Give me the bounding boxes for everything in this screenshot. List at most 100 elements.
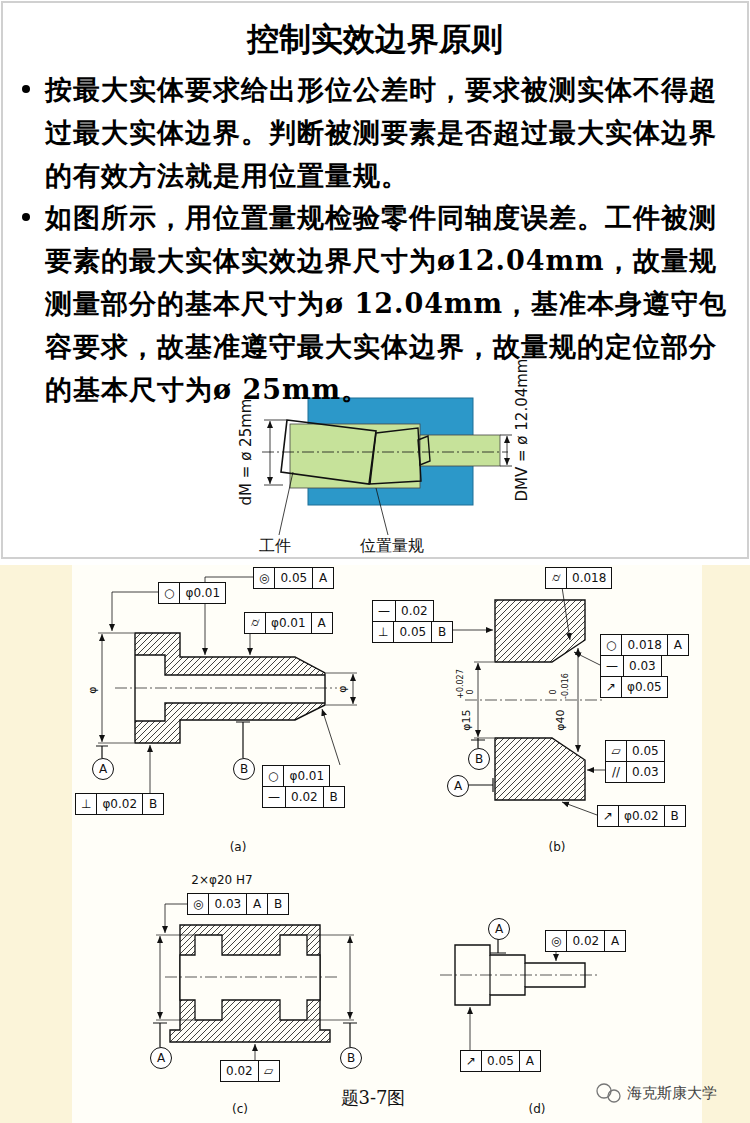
drawing-line — [102, 634, 103, 742]
drawing-path — [467, 778, 493, 792]
tolerance-cell: ○ — [263, 766, 283, 786]
drawing-path — [170, 925, 330, 1042]
drawing-path — [250, 633, 251, 655]
drawing-line — [326, 673, 357, 674]
drawing-path — [255, 1044, 256, 1060]
tolerance-cell: 0.05 — [626, 741, 664, 761]
drawing-path — [574, 652, 600, 665]
tolerance-cell: 0.02 — [221, 1061, 258, 1081]
tolerance-cell: 0.05 — [393, 622, 431, 642]
drawing-path — [471, 738, 485, 748]
drawing-line — [156, 1020, 194, 1021]
tolerance-cell: A — [311, 613, 332, 633]
part-name: 位置量规 — [360, 537, 424, 555]
drawing-line — [474, 738, 494, 739]
tolerance-cell: A — [667, 635, 688, 655]
drawing-line — [115, 688, 345, 689]
drawing-path — [562, 587, 570, 640]
tolerance-frame: ⊥φ0.02B — [75, 793, 164, 815]
tolerance-cell: ⊥ — [76, 794, 96, 814]
datum-symbol: B — [233, 758, 255, 780]
dimension-symbol: φ — [337, 684, 349, 693]
drawing-line — [264, 485, 283, 486]
bullet-text: 如图所示，用位置量规检验零件同轴度误差。工件被测要素的最大实体实效边界尺寸为ø1… — [45, 196, 740, 411]
drawing-line — [308, 1020, 354, 1021]
drawing-line — [440, 975, 600, 976]
view-label: (b) — [549, 841, 566, 854]
tolerance-value: 0 — [550, 689, 559, 694]
tolerance-frame: //0.03 — [605, 761, 665, 783]
tolerance-cell: A — [519, 1051, 540, 1071]
tolerance-cell: — — [373, 601, 395, 621]
tolerance-cell: 0.03 — [626, 762, 664, 782]
tolerance-frame: ⌭φ0.01A — [244, 612, 333, 634]
tolerance-cell: 0.018 — [621, 635, 666, 655]
tolerance-frame: ↗φ0.02B — [597, 805, 686, 827]
drawing-path — [490, 938, 506, 953]
view-label: (d) — [529, 1103, 546, 1116]
drawing-line — [465, 700, 605, 701]
tolerance-cell: A — [246, 894, 267, 914]
tolerance-value: 0 — [467, 689, 476, 694]
tolerance-cell: φ0.05 — [621, 677, 667, 697]
datum-letter: A — [157, 1051, 165, 1065]
hole-spec: 2×φ20 H7 — [191, 874, 252, 887]
datum-letter: A — [495, 922, 503, 936]
tolerance-value: +0.027 — [457, 669, 466, 699]
tolerance-cell: ◎ — [188, 894, 208, 914]
tolerance-cell: φ0.02 — [618, 806, 664, 826]
tolerance-cell: A — [312, 568, 333, 588]
drawing-line — [376, 488, 388, 535]
drawing-line — [478, 663, 479, 737]
drawing-line — [353, 674, 354, 704]
tolerance-cell: B — [431, 622, 452, 642]
drawing-line — [279, 472, 293, 535]
tolerance-frame: ◎0.02A — [545, 930, 626, 952]
tolerance-cell: ⌭ — [245, 613, 265, 633]
view-label: (a) — [230, 841, 247, 854]
tolerance-frame: ◎0.05A — [253, 567, 334, 589]
drawing-path — [322, 709, 340, 765]
tolerance-frame: —0.02 — [372, 600, 434, 622]
datum-symbol: B — [340, 1047, 362, 1069]
tolerance-frame: ○φ0.01 — [158, 582, 226, 604]
drawing-path — [556, 952, 557, 961]
drawing-line — [507, 436, 508, 465]
tolerance-cell: φ0.02 — [96, 794, 142, 814]
drawing-line — [270, 421, 271, 484]
slide-title: 控制实效边界原则 — [247, 18, 503, 62]
drawing-line — [165, 977, 338, 978]
tolerance-cell: ⊥ — [373, 622, 393, 642]
tolerance-cell: 0.05 — [274, 568, 312, 588]
datum-symbol: A — [92, 758, 114, 780]
drawing-rect — [420, 435, 500, 466]
drawing-line — [500, 435, 512, 436]
drawing-rect — [0, 565, 750, 1123]
tolerance-cell: ▱ — [258, 1061, 279, 1081]
drawing-path — [112, 592, 158, 631]
tolerance-frame: 0.02▱ — [220, 1060, 280, 1082]
tolerance-frame: ↗φ0.05 — [600, 676, 668, 698]
drawing-circle — [608, 1090, 620, 1102]
bullet-dot — [22, 85, 30, 93]
drawing-line — [474, 662, 494, 663]
tolerance-frame: —0.02B — [262, 786, 345, 808]
drawing-line — [500, 466, 512, 467]
drawing-line — [98, 743, 134, 744]
drawing-rect — [2, 2, 748, 558]
drawing-line — [160, 936, 161, 1019]
tolerance-cell: ▱ — [606, 741, 626, 761]
tolerance-frame: ○φ0.01 — [262, 765, 330, 787]
drawing-rect — [290, 424, 420, 488]
tolerance-cell: 0.02 — [566, 931, 604, 951]
tolerance-cell: — — [601, 656, 623, 676]
drawing-path — [165, 904, 187, 933]
figure-caption: 题3-7图 — [341, 1086, 406, 1110]
tolerance-cell: φ0.01 — [179, 583, 225, 603]
drawing-path — [470, 1007, 471, 1050]
drawing-line — [308, 935, 354, 936]
view-label: (c) — [232, 1103, 248, 1116]
tolerance-cell: 0.03 — [208, 894, 246, 914]
drawing-rect — [0, 0, 750, 560]
tolerance-cell: 0.018 — [566, 568, 611, 588]
